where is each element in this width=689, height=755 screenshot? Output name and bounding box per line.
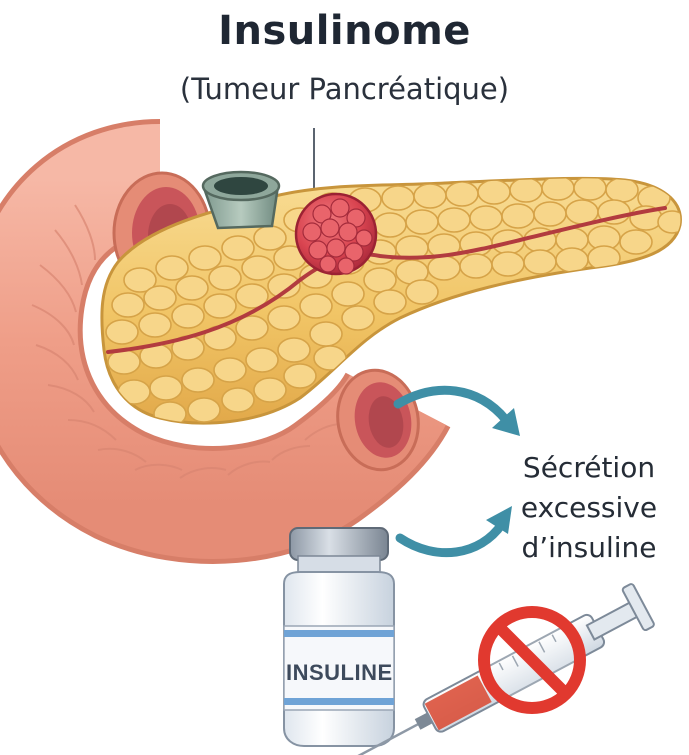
secretion-line-1: Sécrétion <box>494 448 684 488</box>
page-subtitle: (Tumeur Pancréatique) <box>0 72 689 106</box>
insulin-vial <box>284 528 394 746</box>
secretion-line-3: d’insuline <box>494 528 684 568</box>
secretion-line-2: excessive <box>494 488 684 528</box>
bile-duct <box>203 172 279 228</box>
page-title: Insulinome <box>0 8 689 54</box>
tumor <box>296 194 376 274</box>
vial-label: INSULINE <box>286 660 392 686</box>
secretion-label: Sécrétion excessive d’insuline <box>494 448 684 568</box>
prohibition-icon <box>484 612 580 708</box>
